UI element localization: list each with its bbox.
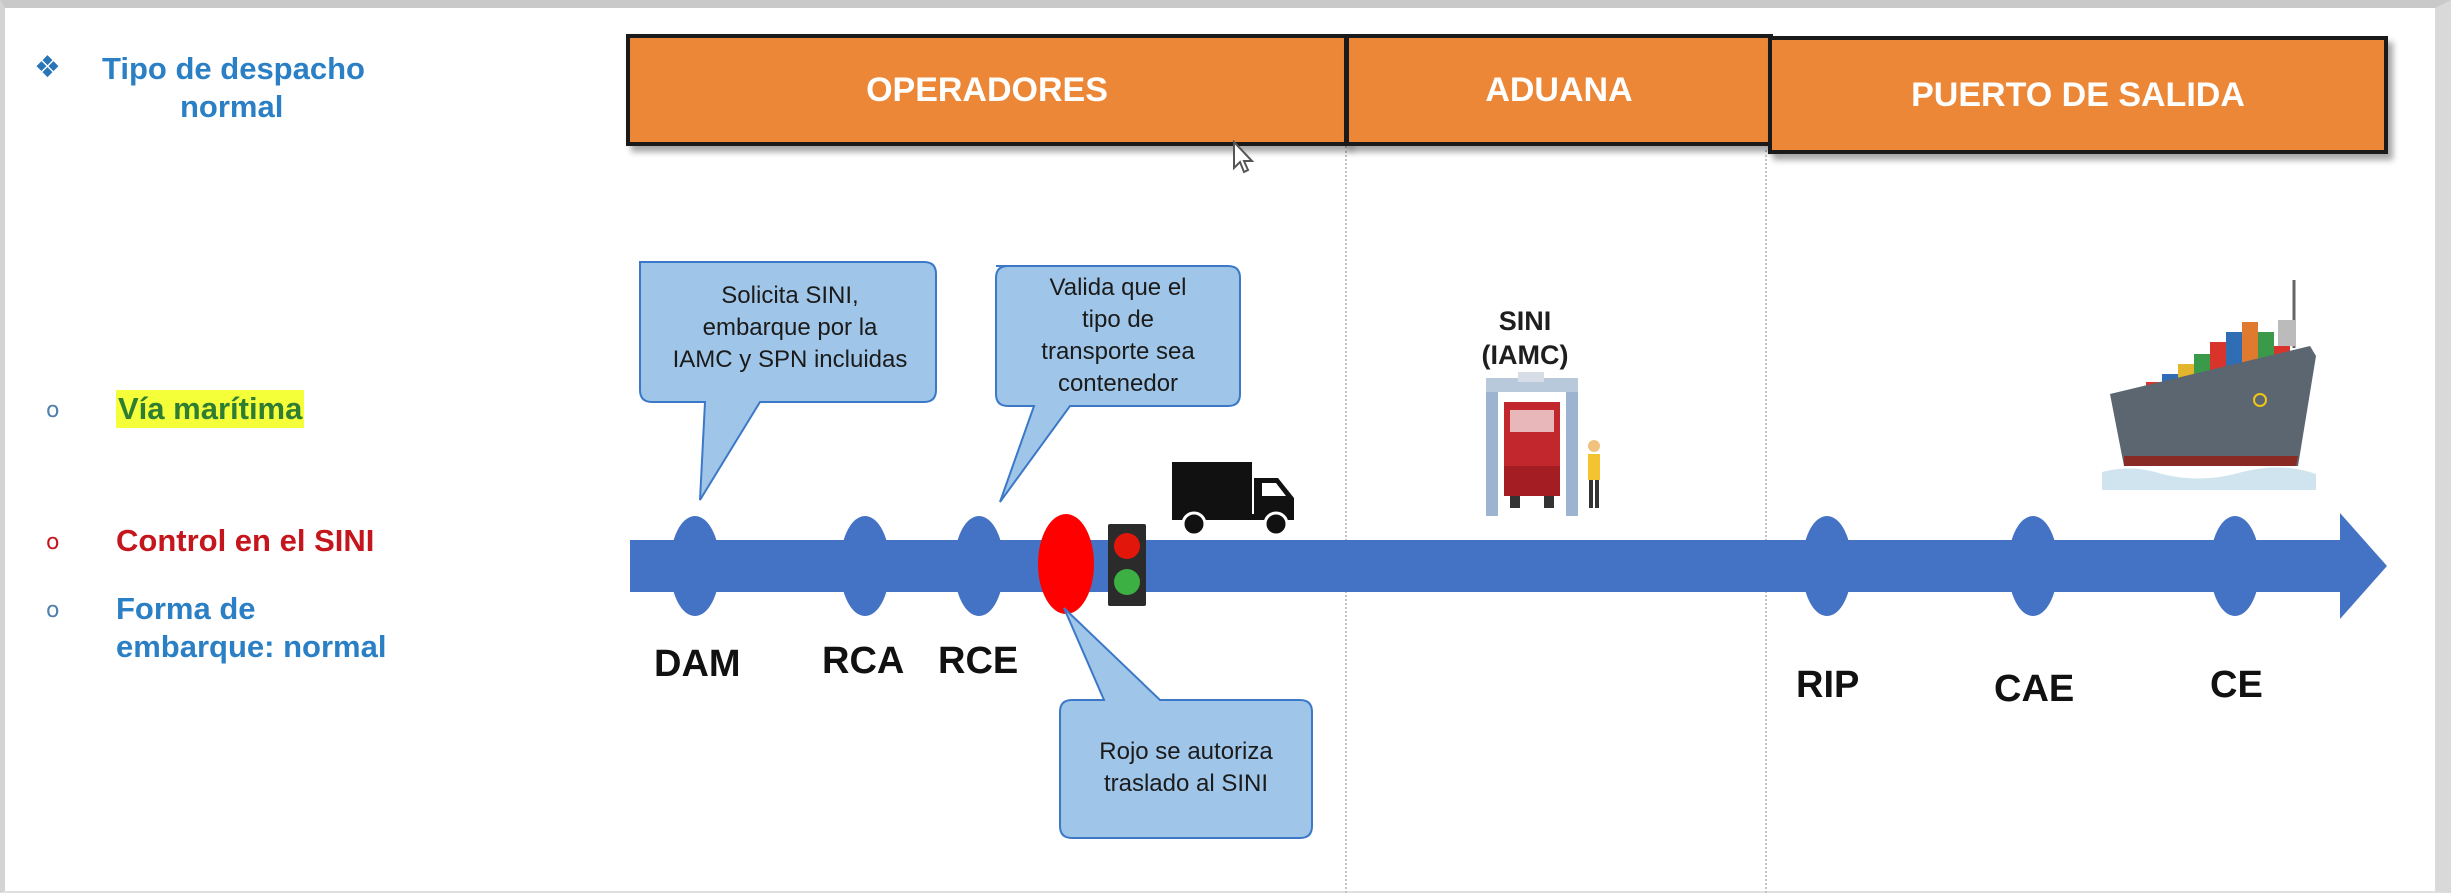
callout-rojo-shape (1059, 607, 1313, 839)
separator-line (1345, 146, 1347, 893)
mouse-cursor-icon (1233, 140, 1255, 174)
sini-label-line1: SINI (1498, 306, 1552, 336)
node-ce (2210, 516, 2260, 616)
label-cae: CAE (1994, 668, 2075, 710)
callout-solicita-line: IAMC y SPN incluidas (672, 346, 908, 373)
header-aduana: ADUANA (1345, 34, 1773, 146)
callout-rojo-line: traslado al SINI (1103, 770, 1269, 797)
timeline-arrowhead (2340, 513, 2387, 619)
callout-valida-line: Valida que el (1049, 274, 1187, 301)
timeline-axis (630, 540, 2345, 592)
callout-solicita-shape (639, 261, 937, 501)
sidebar-forma-line2: embarque: normal (116, 629, 387, 664)
circle-bullet-icon: o (46, 530, 60, 555)
sidebar-via-maritima: Vía marítima (116, 390, 305, 428)
label-rca: RCA (822, 640, 905, 682)
node-dam (670, 516, 720, 616)
circle-bullet-icon: o (46, 398, 60, 423)
truck-icon (1172, 462, 1294, 537)
separator-line (1765, 150, 1767, 893)
label-rip: RIP (1796, 664, 1860, 706)
callout-solicita-line: embarque por la (702, 314, 878, 341)
cargo-ship-icon (2102, 280, 2316, 490)
callout-valida-line: transporte sea (1041, 338, 1195, 365)
customs-scanner-icon (1486, 372, 1600, 516)
circle-bullet-icon: o (46, 598, 60, 623)
callout-solicita-line: Solicita SINI, (721, 282, 859, 309)
node-rca (840, 516, 890, 616)
callout-solicita: Solicita SINI, embarque por la IAMC y SP… (650, 280, 930, 376)
node-rce (954, 516, 1004, 616)
callout-valida-line: contenedor (1057, 370, 1179, 397)
label-ce: CE (2210, 664, 2263, 706)
sidebar-title-line1: Tipo de despacho (102, 51, 365, 86)
sidebar-forma-line1: Forma de (116, 591, 256, 626)
callout-valida-shape (995, 265, 1241, 503)
red-checkpoint (1038, 514, 1094, 614)
sini-label: SINI (IAMC) (1470, 304, 1580, 372)
callout-rojo: Rojo se autoriza traslado al SINI (1064, 736, 1308, 800)
header-puerto-de-salida: PUERTO DE SALIDA (1768, 36, 2388, 154)
traffic-light-icon (1108, 524, 1146, 606)
label-rce: RCE (938, 640, 1019, 682)
node-cae (2008, 516, 2058, 616)
callout-valida-line: tipo de (1081, 306, 1155, 333)
callout-rojo-line: Rojo se autoriza (1099, 738, 1273, 765)
callout-valida: Valida que el tipo de transporte sea con… (1000, 272, 1236, 400)
label-dam: DAM (654, 643, 741, 685)
node-rip (1802, 516, 1852, 616)
diamond-bullet-icon: ❖ (34, 50, 61, 85)
sidebar-title-line2: normal (180, 89, 284, 124)
sidebar-control-sini: Control en el SINI (116, 523, 375, 558)
sini-label-line2: (IAMC) (1481, 340, 1569, 370)
